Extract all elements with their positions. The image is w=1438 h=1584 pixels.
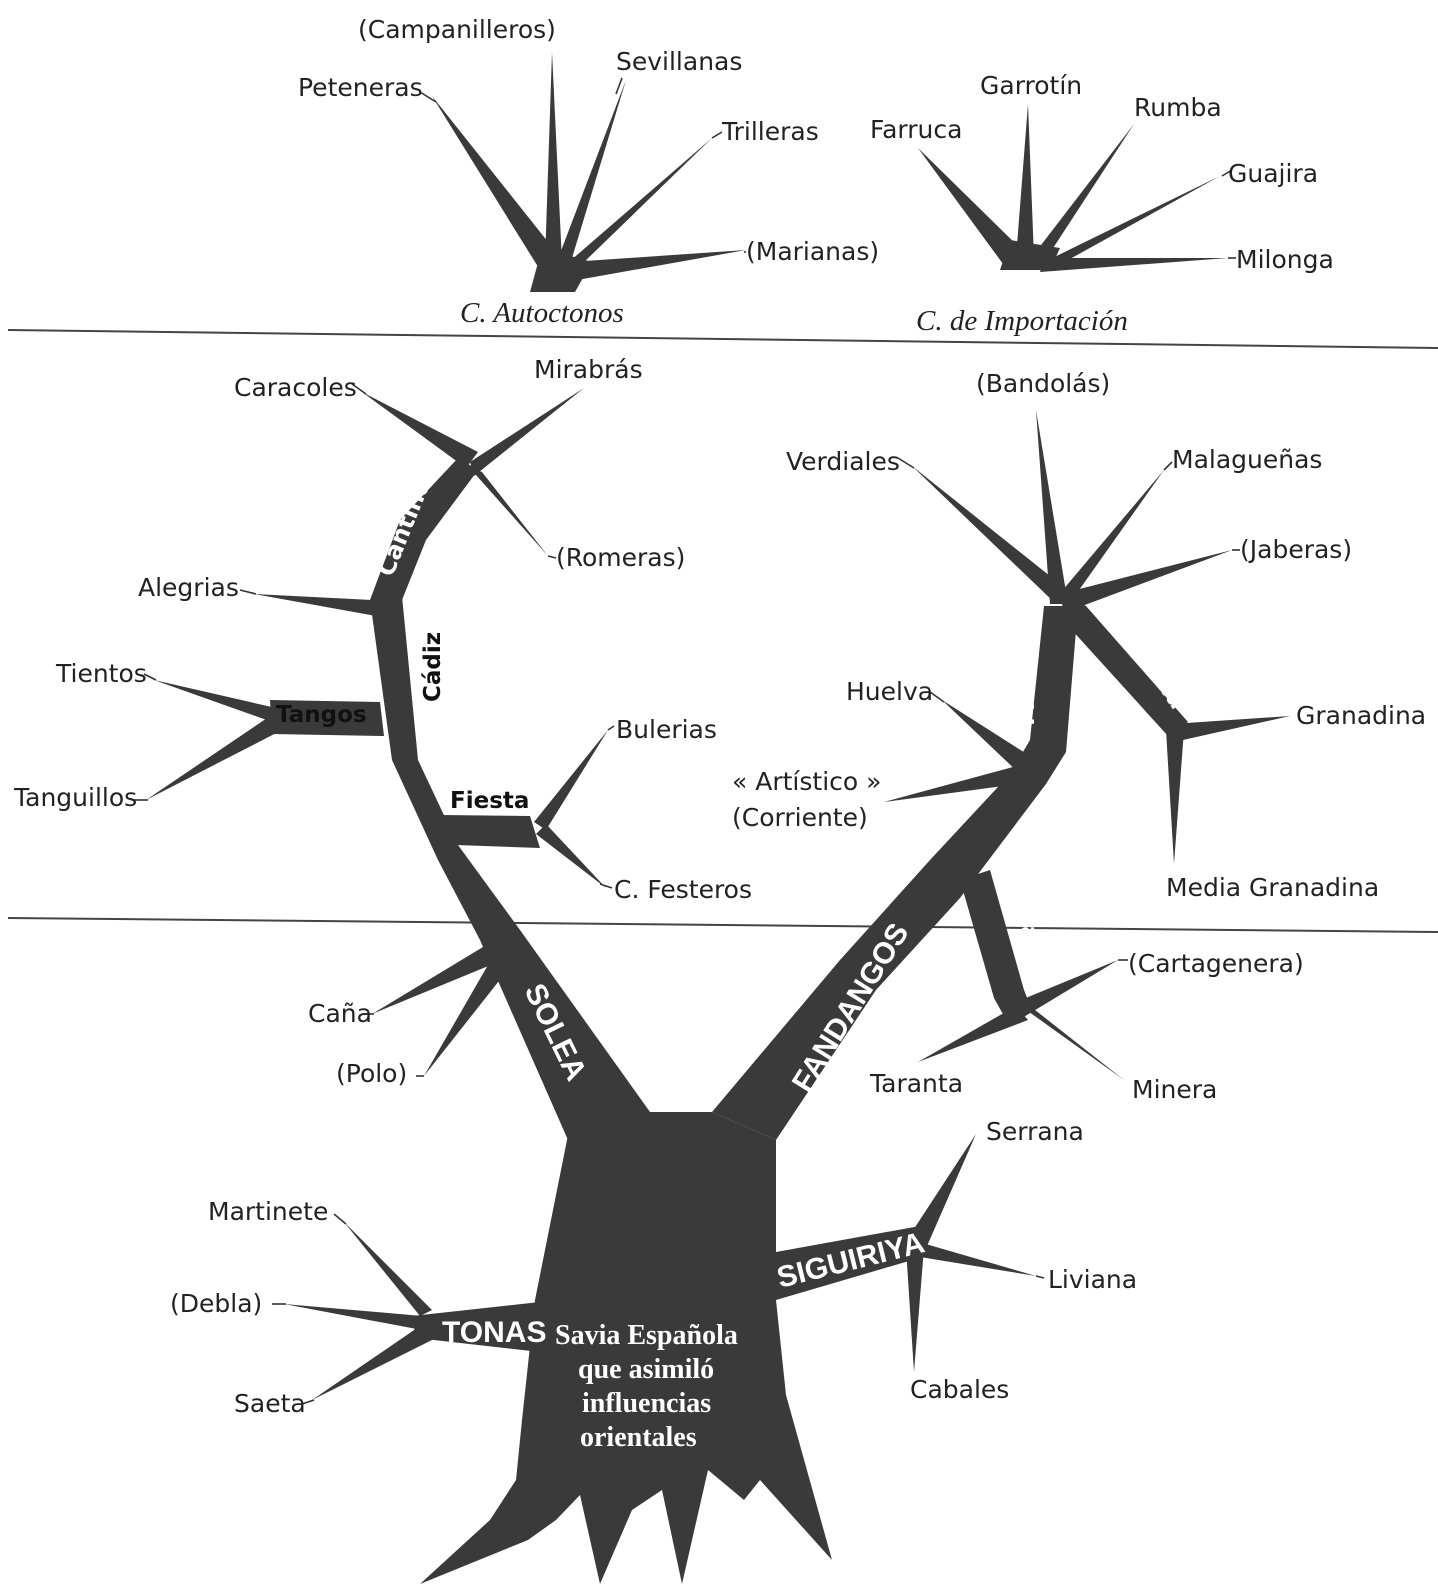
section-divider-top [8, 330, 1438, 348]
spike-liviana [912, 1240, 1036, 1276]
caption-importacion: C. de Importación [916, 305, 1128, 337]
leaf-tanguillos: Tanguillos [13, 783, 137, 812]
spike-tientos [154, 680, 278, 724]
spike-farruca [918, 148, 1024, 268]
spike-martinete [344, 1222, 432, 1316]
leaf-granadina: Granadina [1296, 701, 1426, 730]
trunk-text-line-3: influencias [582, 1388, 711, 1419]
fiesta-branch [440, 815, 540, 848]
leaf-alegrias: Alegrias [138, 573, 239, 602]
leaf-cabales: Cabales [910, 1375, 1009, 1404]
leaf-corriente: (Corriente) [732, 803, 868, 832]
spike-taranta [918, 1006, 1028, 1062]
spike-garrotin [1016, 104, 1034, 258]
spike-bulerias [534, 730, 608, 830]
spike-saeta [312, 1326, 432, 1400]
leaf-martinete: Martinete [208, 1197, 328, 1226]
spike-festeros [536, 824, 606, 888]
leaf-cana: Caña [308, 999, 372, 1028]
leaf-garrotin: Garrotín [980, 71, 1082, 100]
spike-rumba [1028, 124, 1134, 262]
branch-label-siguiriya: SIGUIRIYA [774, 1226, 928, 1294]
spike-sevillanas [556, 80, 626, 264]
leaf-artistico: « Artístico » [732, 767, 881, 796]
branch-label-tangos: Tangos [276, 702, 367, 728]
spike-minera [1018, 1004, 1124, 1080]
branch-label-cadiz: Cádiz [420, 632, 446, 702]
leaf-saeta: Saeta [234, 1389, 306, 1418]
spike-tanguillos [146, 712, 286, 800]
leaf-rumba: Rumba [1134, 93, 1222, 122]
spike-alegrias [254, 594, 376, 616]
leaf-serrana: Serrana [986, 1117, 1084, 1146]
leaf-huelva: Huelva [846, 677, 933, 706]
spike-caracoles [362, 392, 478, 468]
leaf-trilleras: Trilleras [721, 117, 819, 146]
main-tree [146, 388, 1290, 1584]
leaf-tientos: Tientos [55, 659, 147, 688]
leaf-malaguenas: Malagueñas [1172, 445, 1322, 474]
leaf-verdiales: Verdiales [786, 447, 900, 476]
leaf-peteneras: Peteneras [298, 73, 423, 102]
leaf-milonga: Milonga [1236, 245, 1334, 274]
solea-branch [370, 596, 650, 1140]
leaf-farruca: Farruca [870, 115, 962, 144]
spike-romeras [468, 466, 548, 556]
leaf-media-granadina: Media Granadina [1166, 873, 1379, 902]
spike-peteneras [432, 96, 556, 270]
leaf-mirabras: Mirabrás [534, 355, 643, 384]
leaf-campanilleros: (Campanilleros) [358, 15, 556, 44]
trunk-text-line-4: orientales [580, 1422, 697, 1453]
fan-autoctonos [432, 52, 746, 292]
leaf-caracoles: Caracoles [234, 373, 357, 402]
leaf-sevillanas: Sevillanas [616, 47, 742, 76]
trunk-text-line-1: Savia Española [555, 1320, 738, 1351]
leaf-bulerias: Bulerias [616, 715, 717, 744]
leaf-festeros: C. Festeros [614, 875, 752, 904]
leaf-liviana: Liviana [1048, 1265, 1137, 1294]
branch-label-fiesta: Fiesta [450, 788, 529, 814]
leaf-debla: (Debla) [170, 1289, 262, 1318]
leaf-romeras: (Romeras) [556, 543, 685, 572]
leaf-guajira: Guajira [1228, 159, 1318, 188]
leaf-marianas: (Marianas) [746, 237, 879, 266]
leaf-taranta: Taranta [869, 1069, 963, 1098]
spike-granadina [1172, 716, 1290, 742]
spike-campanilleros [545, 52, 562, 262]
section-divider-bottom [8, 918, 1438, 932]
leaf-bandolas: (Bandolás) [976, 369, 1110, 398]
spike-cabales [906, 1248, 924, 1372]
spike-marianas [566, 250, 746, 282]
spike-debla [284, 1304, 422, 1330]
leaf-minera: Minera [1132, 1075, 1217, 1104]
trunk-text-line-2: que asimiló [578, 1354, 714, 1385]
spike-jaberas [1060, 550, 1232, 612]
caption-autoctonos: C. Autoctonos [460, 297, 624, 329]
branch-label-malaga: Málaga [1012, 628, 1040, 726]
branch-label-tonas: TONAS [442, 1316, 546, 1349]
fan-importacion [918, 104, 1228, 272]
leaf-jaberas: (Jaberas) [1240, 535, 1352, 564]
spike-mirabras [470, 388, 584, 476]
spike-media-granadina [1166, 730, 1184, 864]
leaf-cartagenera: (Cartagenera) [1128, 949, 1304, 978]
spike-milonga [1040, 258, 1228, 272]
leaf-polo: (Polo) [336, 1059, 407, 1088]
